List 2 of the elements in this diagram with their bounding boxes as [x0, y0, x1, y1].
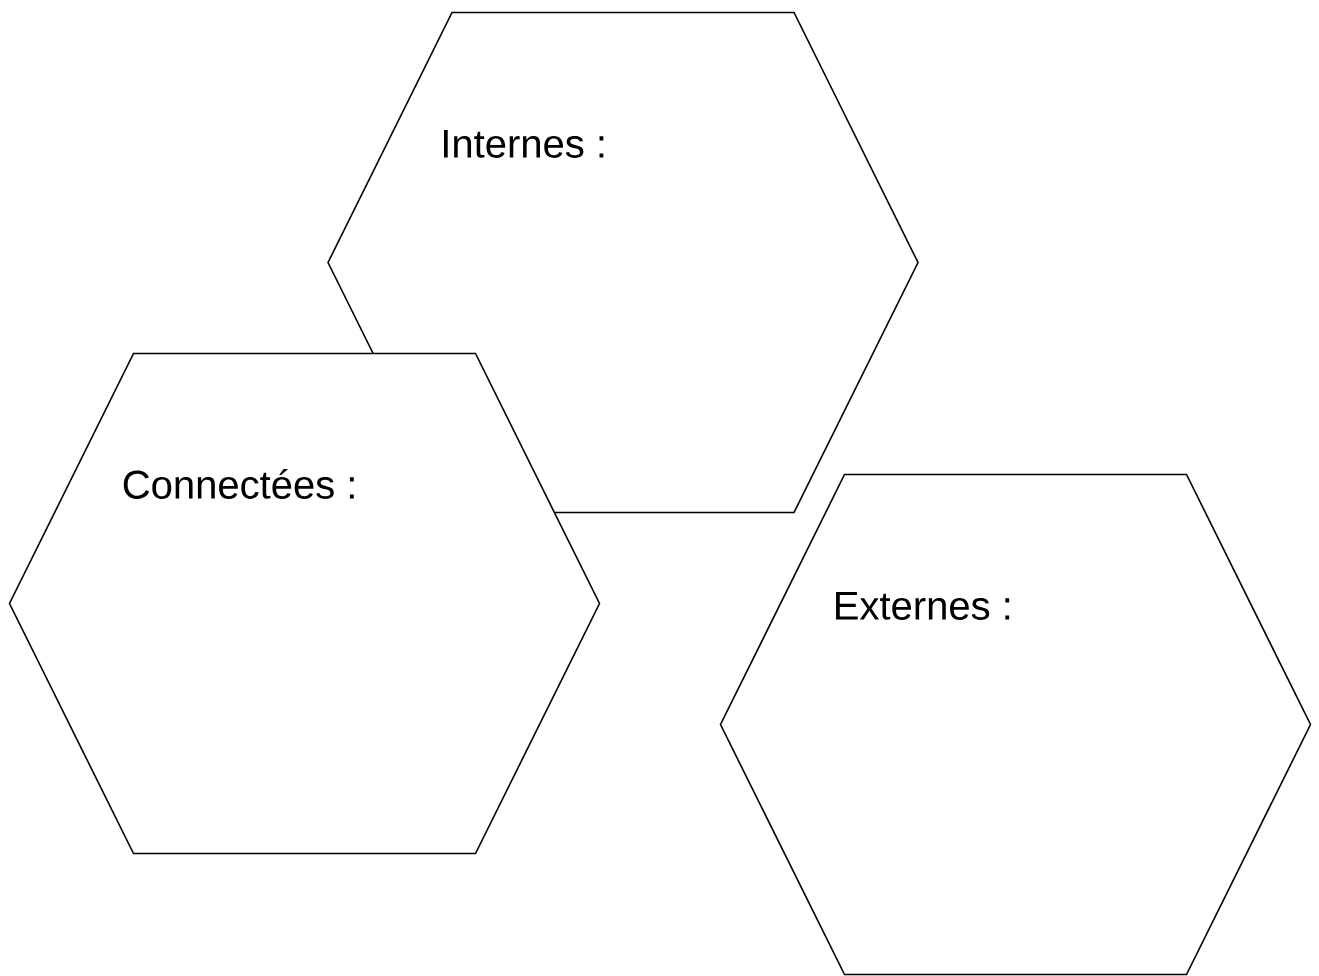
hexagon: Connectées :	[8, 352, 601, 855]
hexagon: Externes :	[719, 473, 1312, 976]
